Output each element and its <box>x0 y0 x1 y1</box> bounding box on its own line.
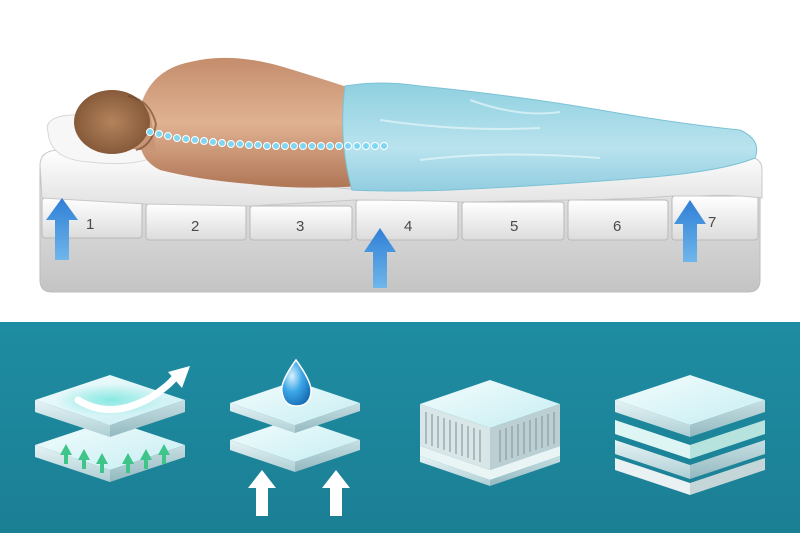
waterproof-layer-icon <box>230 358 360 516</box>
zone-panel-5 <box>461 201 565 241</box>
spine-alignment-dots <box>146 128 388 150</box>
zone-panel-6 <box>567 199 669 241</box>
arrow-up-icon <box>248 470 276 516</box>
zone-label-4: 4 <box>404 218 412 235</box>
mattress: 1 2 3 4 5 6 7 <box>39 149 763 293</box>
water-drop-icon <box>281 358 312 407</box>
zone-label-6: 6 <box>613 218 621 235</box>
breathable-layers-icon <box>35 366 190 482</box>
sleeping-person <box>46 57 758 192</box>
zone-labels: 1 2 3 4 5 6 7 <box>86 214 716 235</box>
spring-core-icon <box>420 380 560 486</box>
person-hair <box>74 90 150 154</box>
zone-label-7: 7 <box>708 214 716 231</box>
multi-layer-foam-icon <box>615 375 765 495</box>
zone-label-1: 1 <box>86 216 94 233</box>
arrow-up-icon <box>46 198 78 260</box>
zone-label-5: 5 <box>510 218 518 235</box>
zone-label-3: 3 <box>296 218 304 235</box>
person-back <box>140 57 360 188</box>
arrow-up-icon <box>364 228 396 288</box>
arrow-up-icon <box>322 470 350 516</box>
zone-label-2: 2 <box>191 218 199 235</box>
pressure-relief-arrows <box>46 198 706 288</box>
arrow-up-icon <box>674 200 706 262</box>
blanket <box>342 82 758 192</box>
zone-panel-3 <box>249 205 353 241</box>
